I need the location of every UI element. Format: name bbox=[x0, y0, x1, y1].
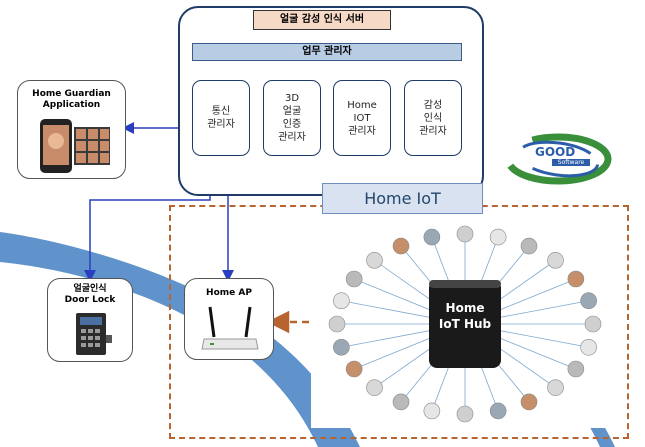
logo-software-text: Software bbox=[557, 159, 585, 166]
iot-device-icon bbox=[580, 338, 597, 356]
comm-manager-box: 통신 관리자 bbox=[192, 80, 250, 156]
iot-device-icon bbox=[328, 315, 346, 333]
iot-device-icon bbox=[333, 292, 350, 310]
iot-device-icon bbox=[392, 237, 410, 255]
home-ap-label: Home AP bbox=[206, 288, 252, 298]
iot-device-icon bbox=[456, 225, 474, 243]
wifi-router-icon bbox=[201, 306, 259, 350]
iot-hub-icon bbox=[429, 280, 501, 368]
good-software-logo bbox=[504, 133, 612, 185]
iot-device-icon bbox=[456, 405, 474, 423]
3d-face-auth-manager-box: 3D 얼굴 인증 관리자 bbox=[263, 80, 321, 156]
iot-device-icon bbox=[366, 252, 383, 269]
door-lock-label: 얼굴인식 Door Lock bbox=[64, 284, 116, 305]
logo-word: GOOD bbox=[535, 145, 595, 159]
home-iot-title: Home IoT bbox=[322, 183, 483, 214]
iot-device-icon bbox=[520, 237, 538, 255]
iot-device-icon bbox=[567, 360, 585, 378]
iot-device-icon bbox=[345, 360, 363, 378]
iot-hub-label: Home IoT Hub bbox=[438, 301, 492, 331]
iot-device-icon bbox=[333, 338, 350, 356]
iot-device-icon bbox=[520, 393, 538, 411]
iot-device-icon bbox=[392, 393, 410, 411]
iot-device-icon bbox=[580, 292, 597, 310]
iot-device-cluster bbox=[311, 218, 611, 428]
iot-device-icon bbox=[567, 270, 585, 288]
iot-device-icon bbox=[423, 228, 441, 246]
logo-good-text: GOOD bbox=[535, 145, 576, 159]
home-ap-node: Home AP bbox=[184, 278, 274, 360]
guardian-app-node: Home Guardian Application bbox=[17, 80, 126, 179]
door-lock-icon bbox=[76, 313, 112, 355]
iot-device-icon bbox=[489, 402, 507, 420]
home-iot-manager-box: Home IOT 관리자 bbox=[333, 80, 391, 156]
door-lock-node: 얼굴인식 Door Lock bbox=[47, 278, 133, 362]
iot-device-icon bbox=[423, 402, 441, 420]
logo-sub-box: Software bbox=[552, 159, 590, 166]
emotion-recognition-manager-box: 감성 인식 관리자 bbox=[404, 80, 462, 156]
iot-device-icon bbox=[345, 270, 363, 288]
iot-device-icon bbox=[366, 379, 383, 396]
business-manager-bar: 업무 관리자 bbox=[192, 43, 462, 61]
guardian-app-label: Home Guardian Application bbox=[32, 89, 111, 110]
server-title: 얼굴 감성 인식 서버 bbox=[253, 10, 391, 30]
iot-device-icon bbox=[584, 315, 602, 333]
iot-device-icon bbox=[547, 379, 564, 396]
iot-device-icon bbox=[547, 252, 564, 269]
iot-device-icon bbox=[489, 228, 507, 246]
smartphone-icon bbox=[40, 119, 110, 173]
